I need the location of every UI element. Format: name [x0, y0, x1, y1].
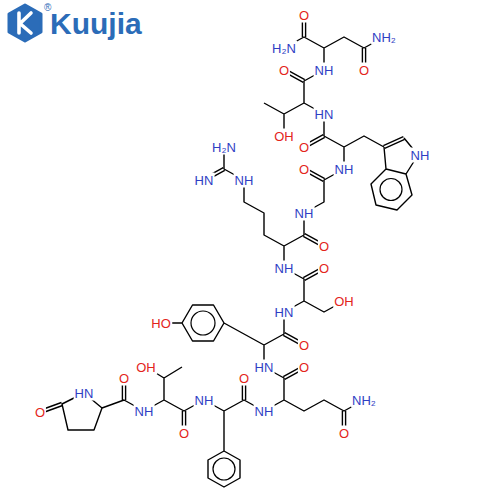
- atom-label: OH: [273, 129, 295, 144]
- atom-label: HN: [254, 360, 275, 375]
- atom-label: O: [118, 371, 130, 386]
- phenol-ring: [191, 311, 215, 335]
- atom-label: NH: [254, 404, 275, 419]
- atom-label: NH₂: [351, 393, 377, 408]
- atom-label: NH: [274, 261, 295, 276]
- atom-label: HN: [194, 173, 215, 188]
- atom-label: O: [338, 426, 350, 441]
- double-bond-outer: [40, 15, 404, 433]
- atom-label: NH: [314, 63, 335, 78]
- single-bonds: [62, 37, 418, 487]
- indole-benzo-ring: [380, 179, 402, 201]
- logo-hexagon: [9, 5, 41, 41]
- atom-label: O: [318, 239, 330, 254]
- atom-label: O: [298, 338, 310, 353]
- atom-label: O: [278, 63, 290, 78]
- atom-label: NH: [194, 393, 215, 408]
- atom-label: HN: [314, 107, 335, 122]
- atom-label: H₂N: [271, 41, 297, 56]
- aromatic-rings: [191, 179, 402, 481]
- atom-label: O: [298, 140, 310, 155]
- atom-label: H₂N: [211, 140, 237, 155]
- atom-label: O: [358, 63, 370, 78]
- registered-mark: ®: [44, 3, 51, 13]
- atom-label: O: [178, 426, 190, 441]
- phenyl-ring: [213, 458, 235, 480]
- double-bond-gap: [40, 15, 404, 433]
- atom-label: O: [238, 371, 250, 386]
- atom-label: OH: [135, 360, 157, 375]
- atom-label: O: [34, 405, 46, 420]
- atom-label: HN: [74, 386, 95, 401]
- atom-label: NH₂: [371, 30, 397, 45]
- atom-label: O: [298, 162, 310, 177]
- atom-label: O: [298, 360, 310, 375]
- atom-label: NH: [294, 206, 315, 221]
- atom-label: O: [298, 8, 310, 23]
- double-bonds: [40, 15, 404, 433]
- logo-k-glyph: [19, 13, 31, 33]
- atom-label: NH: [410, 148, 431, 163]
- atom-label: NH: [334, 162, 355, 177]
- atom-label: NH: [134, 404, 155, 419]
- logo-icon: [9, 5, 41, 41]
- atom-label: HO: [150, 316, 172, 331]
- atom-label: O: [318, 261, 330, 276]
- atom-label: HN: [274, 305, 295, 320]
- atom-label: OH: [333, 294, 355, 309]
- atom-label: NH: [234, 173, 255, 188]
- brand-name: Kuujia: [50, 9, 142, 39]
